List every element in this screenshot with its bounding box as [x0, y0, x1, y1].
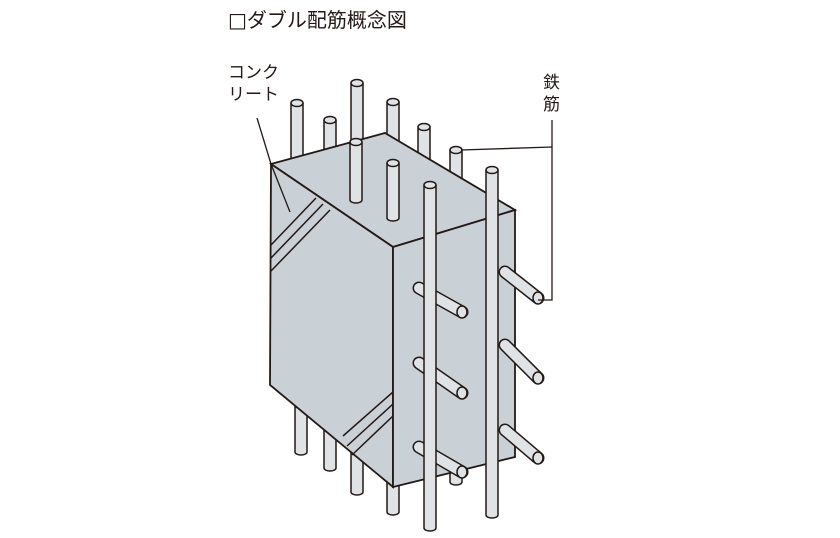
leader-lines	[256, 117, 553, 301]
rebar-vertical	[386, 158, 400, 222]
rebar-horizontal	[498, 423, 545, 465]
concrete-label: コンク リート	[228, 62, 279, 106]
rebar-label-line2: 筋	[543, 95, 560, 115]
diagram-title: □ダブル配筋概念図	[228, 8, 407, 32]
rebar-vertical	[349, 137, 363, 204]
rebar-label-line1: 鉄	[543, 73, 560, 93]
rebar-horizontal	[498, 338, 545, 385]
rebar-vertical	[485, 165, 499, 519]
rebar-horizontal	[498, 265, 545, 305]
rebar-label: 鉄 筋	[543, 72, 560, 116]
concrete-label-line2: リート	[228, 85, 279, 105]
rebar-vertical	[423, 180, 437, 532]
concrete-label-line1: コンク	[228, 63, 279, 83]
break-lines	[270, 197, 394, 456]
